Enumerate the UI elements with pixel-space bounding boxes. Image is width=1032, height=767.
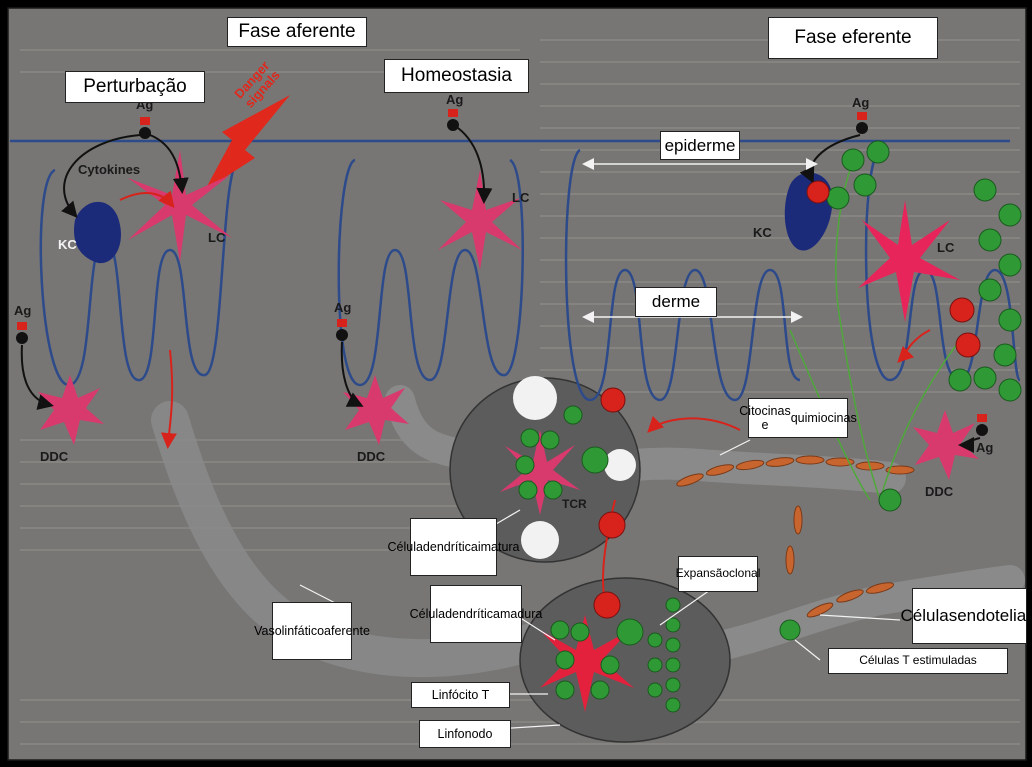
lc-label: LC [937,240,954,255]
kc-label: KC [753,225,772,240]
tcr-label: TCR [562,497,587,511]
label-linfocito-t: Linfócito T [411,682,510,708]
ag-label: Ag [14,303,31,318]
lc-label: LC [208,230,225,245]
label-fase-eferente: Fase eferente [768,17,938,59]
ddc-label: DDC [925,484,953,499]
label-fase-aferente: Fase aferente [227,17,367,47]
label-perturbacao: Perturbação [65,71,205,103]
kc-label: KC [58,237,77,252]
ddc-label: DDC [357,449,385,464]
ag-label: Ag [334,300,351,315]
ddc-label: DDC [40,449,68,464]
label-homeostasia: Homeostasia [384,59,529,93]
cytokines-label: Cytokines [78,162,140,177]
lc-label: LC [512,190,529,205]
ag-label: Ag [976,440,993,455]
label-derme: derme [635,287,717,317]
label-epiderme: epiderme [660,131,740,160]
lymph-node-lower [520,578,730,742]
label-linfonodo: Linfonodo [419,720,511,748]
ag-label: Ag [852,95,869,110]
ag-label: Ag [446,92,463,107]
label-celulas-t-estimuladas: Células T estimuladas [828,648,1008,674]
